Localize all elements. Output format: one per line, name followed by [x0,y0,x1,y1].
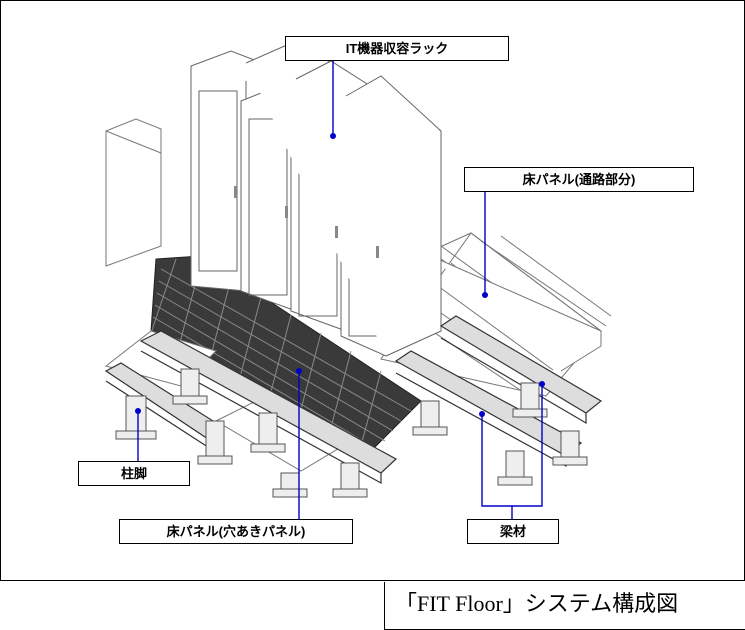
leader-dots [135,133,545,417]
callout-rack: IT機器収容ラック [285,36,509,61]
figure-caption: 「FIT Floor」システム構成図 [384,582,745,630]
callout-pedestal: 柱脚 [78,461,190,486]
pedestals [115,368,588,498]
leader-lines [137,59,543,519]
callout-floor-panel-perforated: 床パネル(穴あきパネル) [119,519,353,544]
it-racks [190,40,442,357]
callout-floor-panel-aisle: 床パネル(通路部分) [464,167,694,192]
system-diagram-illustration [104,40,612,519]
callout-beam: 梁材 [467,519,559,544]
background-cabinet [105,118,162,267]
figure-frame: IT機器収容ラック 床パネル(通路部分) 柱脚 床パネル(穴あきパネル) 梁材 [0,0,745,581]
perforated-floor-panels [150,255,422,457]
